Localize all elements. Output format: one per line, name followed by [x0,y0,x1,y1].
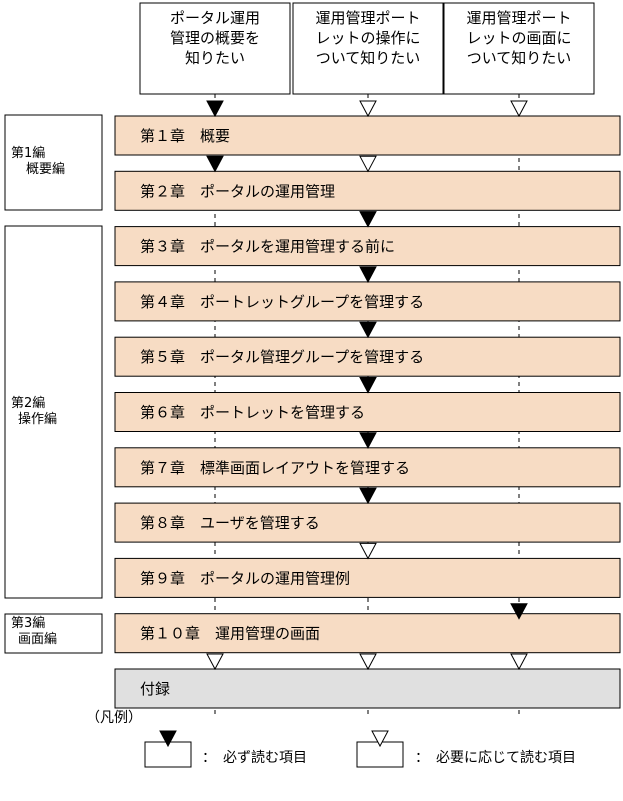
chapter-bar-1 [114,115,621,156]
mark-ch2-col2-optional [359,155,377,173]
chapter-label-2: 第２章 ポータルの運用管理 [140,182,335,200]
chapter-bar-6 [114,392,621,432]
legend-title: （凡例） [86,710,142,726]
chapter-bar-3 [114,226,621,267]
chapter-bar-8 [114,502,621,543]
mark-ch10-col3-required [510,603,528,620]
chapter-label-8: 第８章 ユーザを管理する [140,514,320,532]
chapter-bar-2 [114,170,621,211]
chapter-label-6: 第６章 ポートレットを管理する [140,404,365,422]
chapter-bar-9 [114,557,621,598]
part-box-2 [4,225,103,599]
reader-box-1-line-3: 知りたい [185,49,245,67]
part-box-3 [4,613,103,654]
reader-box-3-line-3: ついて知りたい [467,49,572,67]
reader-box-3 [443,2,595,95]
reader-box-1-line-2: 管理の概要を [170,29,260,47]
reader-box-1 [139,2,291,95]
mark-ch8-col2-required [359,487,377,505]
mark-ch3-col2-required [359,211,377,228]
chapter-bar-7 [114,447,621,488]
mark-ch5-col2-required [359,321,377,339]
legend-required-label: ： 必ず読む項目 [202,749,307,766]
chapter-label-1: 第１章 概要 [140,127,230,145]
mark-ch9-col2-optional [359,542,377,560]
mark-ch1-col2-optional [359,100,377,118]
mark-ch6-col2-required [359,377,377,394]
chapter-label-9: 第９章 ポータルの運用管理例 [140,569,350,587]
chapter-label-4: 第４章 ポートレットグループを管理する [140,293,424,311]
chapter-bar-4 [114,281,621,322]
mark-ch11-col2-optional [359,653,377,671]
appendix-label: 付録 [140,680,170,698]
part-3-number: 第3編 [11,615,45,631]
reader-box-2 [292,2,444,95]
reader-box-3-line-1: 運用管理ポート [466,9,571,27]
reader-box-2-line-1: 運用管理ポート [315,9,420,27]
mark-ch7-col2-required [359,432,377,449]
mark-ch11-col1-optional [206,653,224,671]
reader-box-1-line-1: ポータル運用 [170,9,260,27]
part-1-number: 第1編 [11,145,45,161]
reader-box-2-line-3: ついて知りたい [316,49,421,67]
chapter-bar-10 [114,613,621,654]
mark-ch2-col1-required [206,155,224,173]
mark-ch1-col3-optional [510,100,528,118]
chapter-label-3: 第３章 ポータルを運用管理する前に [140,238,395,256]
legend-required-icon [159,730,177,748]
reader-box-2-line-2: レットの操作に [315,29,420,47]
legend-optional-icon [371,730,389,748]
chapter-label-5: 第５章 ポータル管理グループを管理する [140,348,424,366]
part-box-1 [4,114,103,211]
chapter-bar-5 [114,336,621,377]
reader-box-3-line-2: レットの画面に [466,29,571,47]
part-2-name: 操作編 [18,411,57,427]
chapter-label-10: 第１０章 運用管理の画面 [140,625,320,643]
mark-ch4-col2-required [359,266,377,283]
legend-optional-label: ： 必要に応じて読む項目 [415,749,576,766]
chapter-label-7: 第７章 標準画面レイアウトを管理する [140,459,410,477]
part-2-number: 第2編 [11,395,45,411]
mark-ch11-col3-optional [510,653,528,671]
part-3-name: 画面編 [18,631,57,647]
mark-ch1-col1-required [206,100,224,118]
part-1-name: 概要編 [26,161,65,177]
appendix-bar [114,668,621,709]
